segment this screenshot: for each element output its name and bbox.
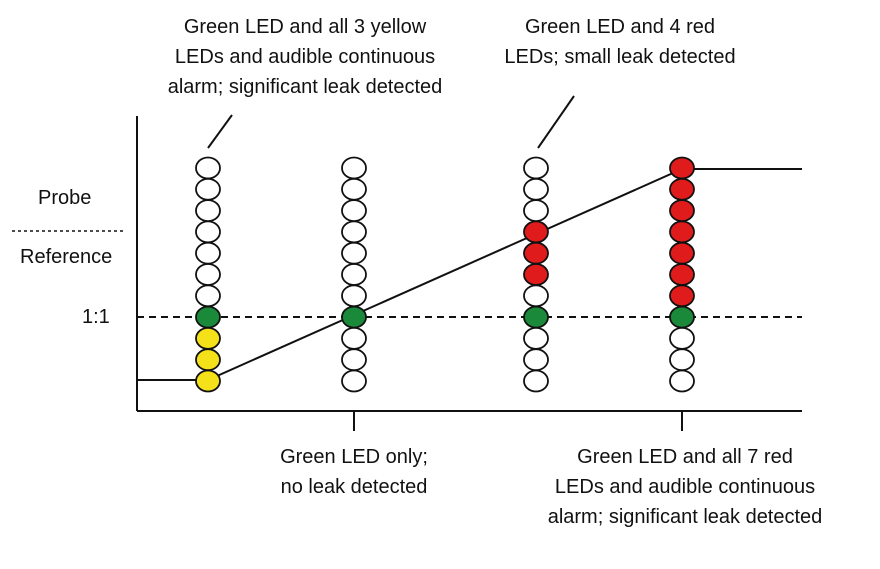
annotation-red-alarm-line3: alarm; significant leak detected [547, 506, 823, 528]
led-yellow-alarm-1-off [195, 156, 221, 180]
led-small-leak-10-off [523, 348, 549, 372]
annotation-red-alarm-line2: LEDs and audible continuous [554, 476, 816, 498]
led-no-leak-9-off [341, 326, 367, 350]
led-no-leak-7-off [341, 284, 367, 308]
led-no-leak-3-off [341, 199, 367, 223]
led-small-leak-7-off [523, 284, 549, 308]
led-no-leak-2-off [341, 177, 367, 201]
led-yellow-alarm-3-off [195, 199, 221, 223]
annotation-no-leak-line2: no leak detected [280, 476, 428, 498]
annotation-red-alarm: Green LED and all 7 red LEDs and audible… [500, 442, 870, 532]
led-column-yellow-alarm [195, 156, 221, 393]
annotation-yellow-alarm: Green LED and all 3 yellow LEDs and audi… [120, 12, 490, 102]
led-red-alarm-6-red [669, 263, 695, 286]
led-red-alarm-11-off [669, 369, 695, 393]
led-yellow-alarm-11-yellow [195, 369, 221, 393]
led-small-leak-8-green [523, 305, 549, 329]
led-red-alarm-2-red [669, 177, 695, 201]
led-column-no-leak [341, 156, 367, 393]
ratio-label: 1:1 [82, 306, 110, 328]
led-red-alarm-10-off [669, 348, 695, 372]
led-yellow-alarm-8-green [195, 305, 221, 329]
leader-line-small-leak [537, 95, 575, 149]
led-yellow-alarm-4-off [195, 220, 221, 244]
led-red-alarm-8-green [669, 305, 695, 329]
led-no-leak-6-off [341, 263, 367, 286]
led-small-leak-11-off [523, 369, 549, 393]
led-red-alarm-4-red [669, 220, 695, 244]
led-no-leak-8-green [341, 305, 367, 329]
led-column-red-alarm [669, 156, 695, 393]
led-no-leak-5-off [341, 241, 367, 265]
annotation-no-leak-line1: Green LED only; [280, 446, 428, 468]
signal-curve [137, 168, 802, 381]
annotation-small-leak-line1: Green LED and 4 red [524, 16, 716, 38]
annotation-yellow-alarm-line1: Green LED and all 3 yellow [183, 16, 427, 38]
led-no-leak-4-off [341, 220, 367, 244]
led-column-small-leak [523, 156, 549, 393]
reference-label: Reference [20, 246, 113, 268]
annotation-yellow-alarm-line3: alarm; significant leak detected [167, 76, 443, 98]
led-small-leak-3-off [523, 199, 549, 223]
led-yellow-alarm-2-off [195, 177, 221, 201]
led-small-leak-1-off [523, 156, 549, 180]
led-red-alarm-7-red [669, 284, 695, 308]
led-yellow-alarm-5-off [195, 241, 221, 265]
led-no-leak-11-off [341, 369, 367, 393]
led-small-leak-2-off [523, 177, 549, 201]
probe-label: Probe [38, 187, 92, 209]
led-red-alarm-3-red [669, 199, 695, 223]
annotation-small-leak: Green LED and 4 red LEDs; small leak det… [450, 12, 790, 72]
annotation-red-alarm-line1: Green LED and all 7 red [577, 446, 793, 468]
leader-line-yellow-alarm [207, 114, 233, 149]
led-yellow-alarm-10-yellow [195, 348, 221, 372]
led-red-alarm-1-red [669, 156, 695, 180]
led-no-leak-10-off [341, 348, 367, 372]
led-yellow-alarm-9-yellow [195, 326, 221, 350]
led-yellow-alarm-6-off [195, 263, 221, 286]
annotation-no-leak: Green LED only; no leak detected [224, 442, 484, 502]
led-small-leak-4-red [523, 220, 549, 244]
led-no-leak-1-off [341, 156, 367, 180]
led-red-alarm-5-red [669, 241, 695, 265]
annotation-small-leak-line2: LEDs; small leak detected [504, 46, 736, 68]
led-red-alarm-9-off [669, 326, 695, 350]
led-small-leak-5-red [523, 241, 549, 265]
led-small-leak-9-off [523, 326, 549, 350]
led-yellow-alarm-7-off [195, 284, 221, 308]
led-small-leak-6-red [523, 263, 549, 286]
annotation-yellow-alarm-line2: LEDs and audible continuous [174, 46, 436, 68]
